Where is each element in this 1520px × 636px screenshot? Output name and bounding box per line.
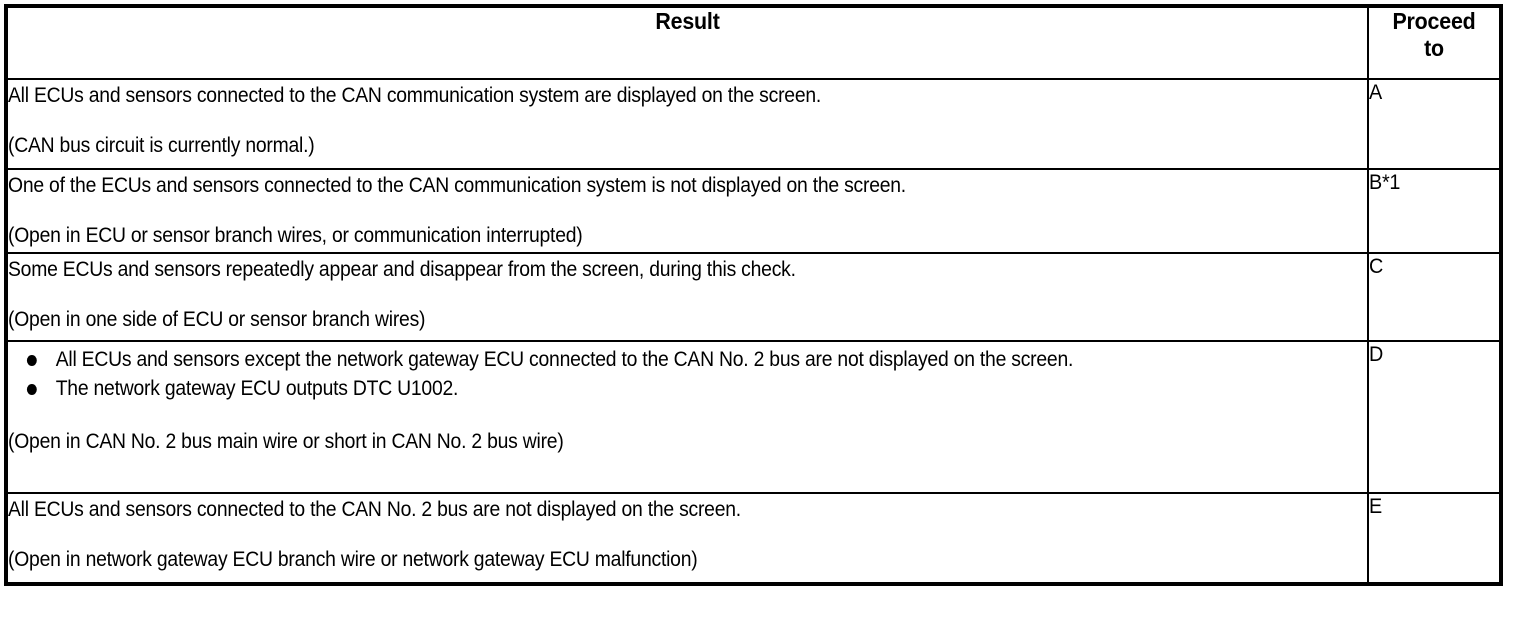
proceed-value-d: D [1369, 342, 1384, 366]
result-cell-b: One of the ECUs and sensors connected to… [5, 168, 1369, 254]
result-main-text-b: One of the ECUs and sensors connected to… [8, 173, 906, 197]
can-check-result-table: Result Proceed to All ECUs and sensors c… [4, 4, 1503, 586]
result-main-text-a: All ECUs and sensors connected to the CA… [8, 83, 822, 107]
proceed-cell-c: C [1367, 252, 1502, 342]
proceed-value-a: A [1369, 80, 1382, 104]
column-header-proceed-line2: to [1424, 35, 1444, 62]
bullet-text-d-1: All ECUs and sensors except the network … [55, 347, 1074, 371]
result-cell-d: All ECUs and sensors except the network … [5, 340, 1369, 494]
result-paren-text-b: (Open in ECU or sensor branch wires, or … [8, 222, 583, 247]
bullet-dot-icon [26, 355, 37, 366]
table-row: All ECUs and sensors connected to the CA… [5, 78, 1502, 170]
column-header-result-label: Result [655, 8, 720, 34]
result-cell-c: Some ECUs and sensors repeatedly appear … [5, 252, 1369, 342]
table-header-row: Result Proceed to [5, 5, 1502, 80]
result-paren-text-a: (CAN bus circuit is currently normal.) [8, 132, 315, 157]
proceed-cell-e: E [1367, 492, 1502, 585]
list-item: The network gateway ECU outputs DTC U100… [8, 375, 1366, 402]
bullet-text-d-2: The network gateway ECU outputs DTC U100… [55, 375, 459, 400]
bullet-list-d: All ECUs and sensors except the network … [8, 342, 1366, 402]
table-row: All ECUs and sensors except the network … [5, 340, 1502, 494]
table-row: One of the ECUs and sensors connected to… [5, 168, 1502, 254]
table-header: Result Proceed to [5, 5, 1502, 80]
proceed-cell-d: D [1367, 340, 1502, 494]
list-item: All ECUs and sensors except the network … [8, 346, 1366, 373]
column-header-proceed-line1: Proceed [1392, 8, 1476, 34]
result-paren-text-c: (Open in one side of ECU or sensor branc… [8, 306, 426, 331]
table-row: Some ECUs and sensors repeatedly appear … [5, 252, 1502, 342]
column-header-proceed-to: Proceed to [1367, 5, 1502, 80]
proceed-cell-b: B*1 [1367, 168, 1502, 254]
result-bullet-block-d: All ECUs and sensors except the network … [8, 342, 1366, 452]
result-paren-text-d: (Open in CAN No. 2 bus main wire or shor… [8, 428, 564, 453]
result-cell-e: All ECUs and sensors connected to the CA… [5, 492, 1369, 585]
proceed-value-e: E [1369, 494, 1382, 518]
bullet-dot-icon [26, 383, 37, 395]
result-main-text-c: Some ECUs and sensors repeatedly appear … [8, 257, 796, 281]
result-cell-a: All ECUs and sensors connected to the CA… [5, 78, 1369, 170]
result-paren-text-e: (Open in network gateway ECU branch wire… [8, 546, 698, 571]
proceed-value-c: C [1369, 254, 1384, 278]
table-body: All ECUs and sensors connected to the CA… [5, 78, 1502, 585]
proceed-value-b: B*1 [1369, 170, 1401, 194]
table-row: All ECUs and sensors connected to the CA… [5, 492, 1502, 585]
proceed-cell-a: A [1367, 78, 1502, 170]
result-main-text-e: All ECUs and sensors connected to the CA… [8, 497, 741, 521]
column-header-result: Result [5, 5, 1369, 80]
